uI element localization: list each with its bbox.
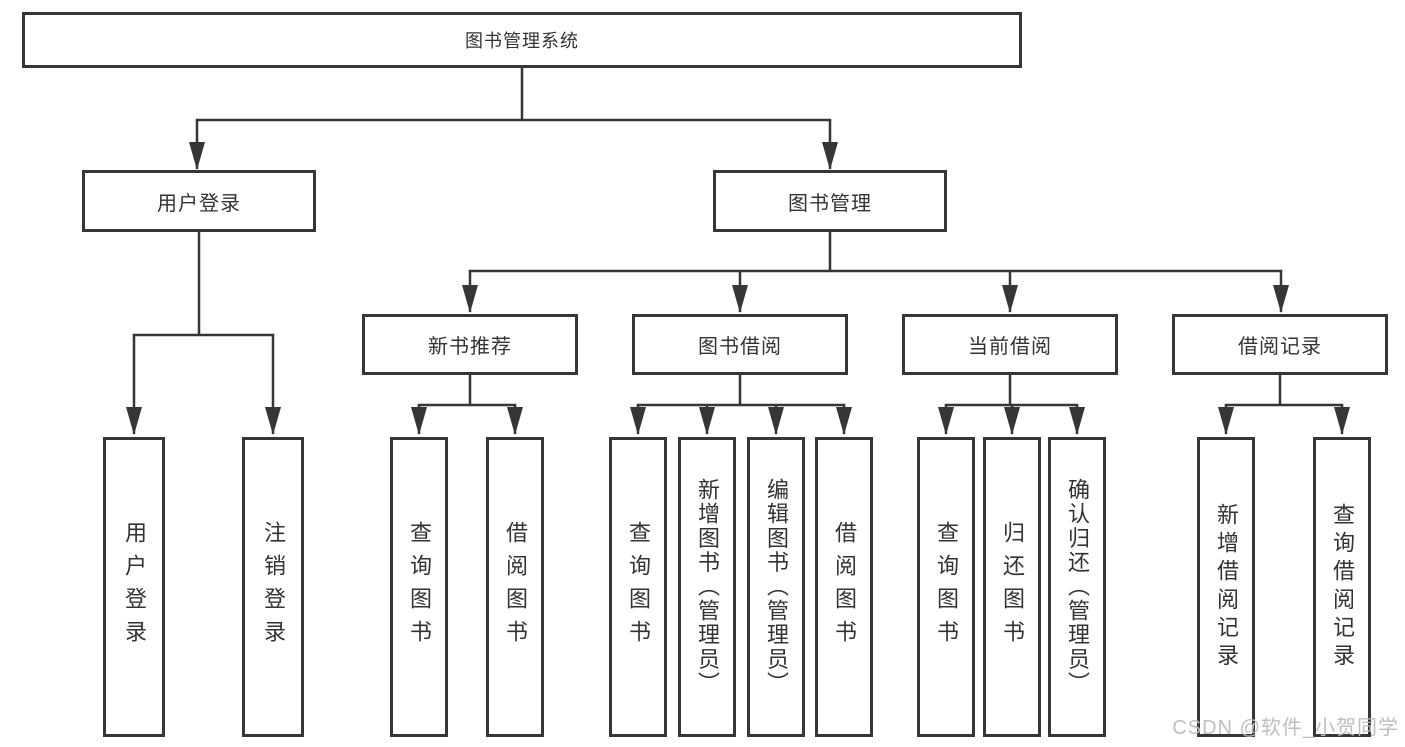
leaf-edit-book-admin-label: 编辑图书（管理员） [764, 478, 789, 696]
leaf-query-books-2-label: 查询图书 [626, 521, 651, 653]
leaf-user-login: 用户登录 [103, 437, 165, 737]
leaf-return-book: 归还图书 [983, 437, 1041, 737]
leaf-borrow-books-2: 借阅图书 [815, 437, 873, 737]
leaf-query-books-3: 查询图书 [917, 437, 975, 737]
node-book-management: 图书管理 [713, 170, 947, 232]
node-book-borrow: 图书借阅 [632, 314, 848, 375]
leaf-query-books-3-label: 查询图书 [934, 521, 959, 653]
leaf-logout-label: 注销登录 [261, 521, 286, 653]
node-user-login: 用户登录 [82, 170, 316, 232]
leaf-add-borrow-record: 新增借阅记录 [1197, 437, 1255, 737]
leaf-user-login-label: 用户登录 [122, 521, 147, 653]
csdn-watermark: CSDN @软件_小贺同学 [1172, 717, 1399, 739]
leaf-confirm-return-admin: 确认归还（管理员） [1048, 437, 1106, 737]
leaf-borrow-books-2-label: 借阅图书 [832, 521, 857, 653]
leaf-query-borrow-record: 查询借阅记录 [1313, 437, 1371, 737]
leaf-query-borrow-record-label: 查询借阅记录 [1330, 502, 1355, 672]
leaf-query-books-1: 查询图书 [390, 437, 448, 737]
node-root-library-system: 图书管理系统 [22, 12, 1022, 68]
leaf-borrow-books-1: 借阅图书 [486, 437, 544, 737]
leaf-query-books-2: 查询图书 [609, 437, 667, 737]
node-current-borrow: 当前借阅 [902, 314, 1118, 375]
leaf-add-book-admin-label: 新增图书（管理员） [695, 478, 720, 696]
leaf-add-book-admin: 新增图书（管理员） [678, 437, 736, 737]
leaf-logout: 注销登录 [242, 437, 304, 737]
leaf-confirm-return-admin-label: 确认归还（管理员） [1065, 478, 1090, 696]
node-borrow-records: 借阅记录 [1172, 314, 1388, 375]
node-new-book-recommend: 新书推荐 [362, 314, 578, 375]
leaf-add-borrow-record-label: 新增借阅记录 [1214, 502, 1239, 672]
leaf-borrow-books-1-label: 借阅图书 [503, 521, 528, 653]
leaf-query-books-1-label: 查询图书 [407, 521, 432, 653]
leaf-return-book-label: 归还图书 [1000, 521, 1025, 653]
leaf-edit-book-admin: 编辑图书（管理员） [747, 437, 805, 737]
